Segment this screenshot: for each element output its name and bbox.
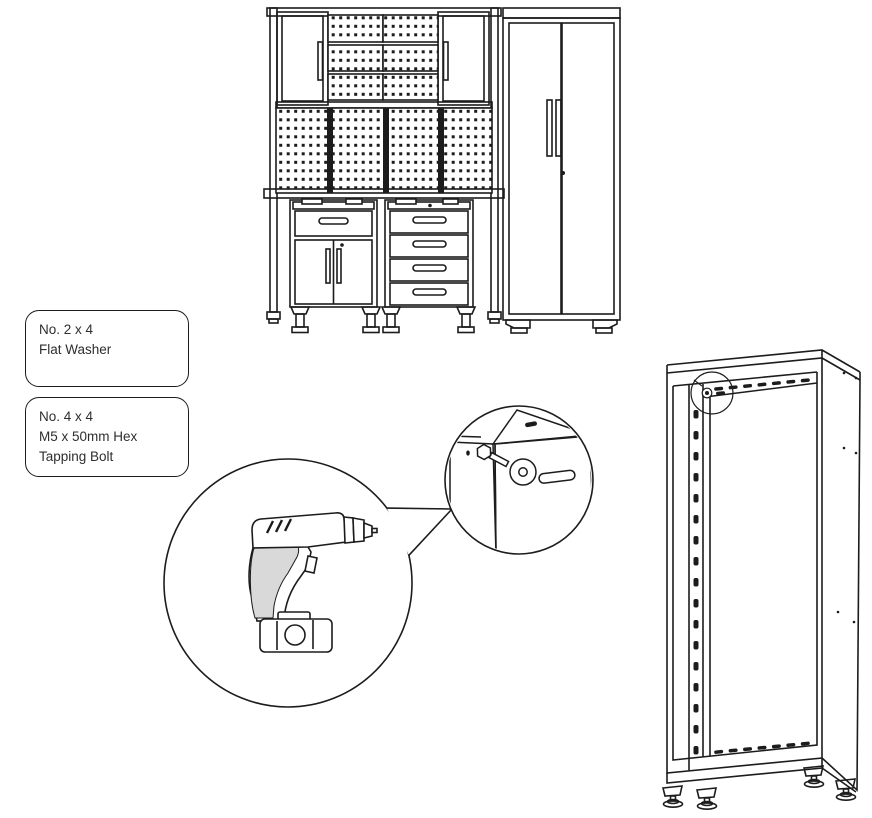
callout-line: No. 2 x 4 (39, 322, 94, 337)
door-handle (336, 248, 342, 284)
callout-line: M5 x 50mm Hex (39, 429, 138, 444)
callout-line: No. 4 x 4 (39, 409, 94, 424)
door-handle (442, 41, 449, 81)
leveling-feet (662, 765, 857, 810)
cabinet-side-face (494, 435, 592, 553)
fastener-detail (444, 405, 594, 555)
callout-line: Tapping Bolt (39, 449, 114, 464)
tool-and-fastener-callout (163, 405, 594, 708)
bottom-rail-slots (714, 741, 810, 754)
left-stile (688, 384, 711, 771)
bubble-pointer (386, 508, 452, 556)
upper-pegboard (327, 14, 439, 101)
hex-tapping-bolt (476, 443, 510, 468)
door-handle (555, 99, 562, 157)
side-panel-holes (836, 371, 858, 624)
door-handle (546, 99, 553, 157)
base-cabinet-doors (289, 198, 378, 308)
lower-pegboard (275, 101, 493, 194)
drill-vents (265, 518, 293, 534)
parts-callout-hex-tapping-bolt: No. 4 x 4 M5 x 50mm Hex Tapping Bolt (25, 397, 189, 477)
door-handle (317, 41, 324, 81)
drill-trigger (304, 555, 318, 574)
cabinet-top-face (491, 409, 591, 445)
lock (561, 171, 565, 175)
lock (340, 243, 344, 247)
tall-cabinet (502, 7, 621, 334)
wall-cabinet-right (437, 11, 490, 106)
storage-system-figure (263, 7, 621, 334)
cabinet-legs (289, 306, 477, 334)
bolt-head (476, 443, 492, 461)
flat-washer (509, 458, 537, 486)
base-cabinet-drawers (384, 198, 474, 308)
cabinet-frame-figure (662, 349, 861, 810)
worktop (263, 188, 505, 199)
wall-cabinet-left (276, 11, 329, 106)
right-side-panel (821, 379, 861, 792)
shelf-slots (693, 410, 699, 755)
power-drill-icon (248, 512, 378, 653)
drill-bit (371, 527, 378, 534)
door-handle (325, 248, 331, 284)
cabinet-top-panel (666, 349, 861, 381)
installed-bolt (705, 391, 709, 395)
top-rail-slots (714, 378, 810, 391)
callout-line: Flat Washer (39, 342, 112, 357)
parts-callout-flat-washer: No. 2 x 4 Flat Washer (25, 310, 189, 387)
pilot-hole (466, 450, 470, 456)
top-slot (525, 421, 537, 428)
drawer-handle (318, 217, 349, 225)
drawer (294, 210, 373, 237)
keyhole-slot (538, 469, 576, 484)
drill-chuck (352, 517, 365, 543)
lock (428, 203, 432, 208)
drill-body (251, 512, 347, 549)
fastening-point-highlight (690, 371, 734, 415)
front-frame (666, 358, 823, 774)
